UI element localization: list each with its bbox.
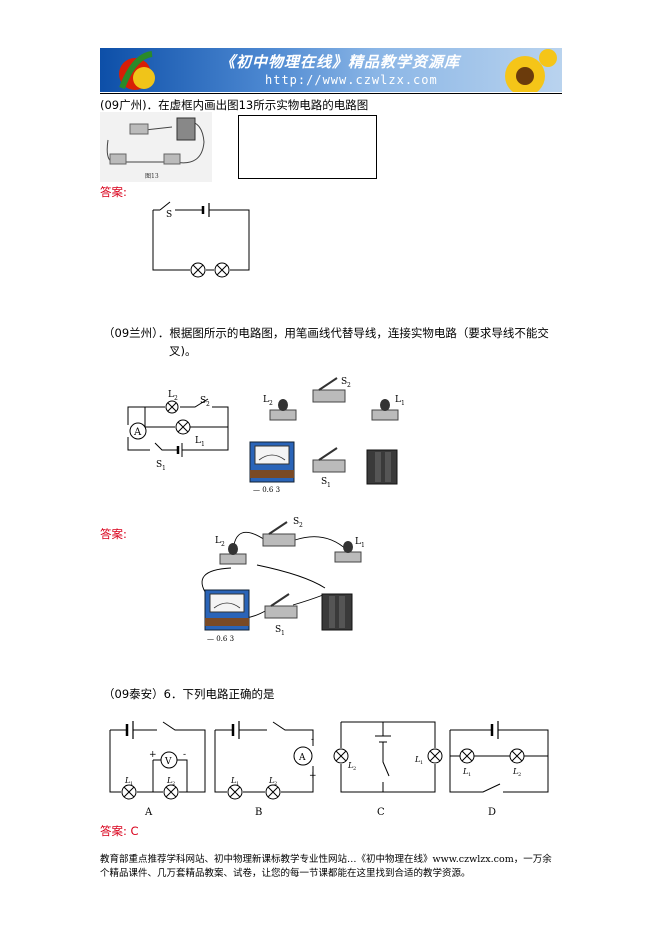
svg-text:2: 2 <box>518 772 521 778</box>
svg-text:1: 1 <box>420 760 423 766</box>
option-label-b: B <box>255 807 262 818</box>
svg-text:L: L <box>124 776 130 785</box>
option-label-c: C <box>377 807 385 818</box>
banner-logo <box>119 49 557 92</box>
banner-url[interactable]: http://www.czwlzx.com <box>265 73 438 87</box>
svg-text:1: 1 <box>236 781 239 787</box>
lamp-icon <box>371 399 399 421</box>
svg-text:1: 1 <box>130 781 133 787</box>
svg-text:+: + <box>149 750 157 760</box>
svg-text:2: 2 <box>299 522 303 529</box>
ammeter-device-icon <box>249 441 295 483</box>
svg-text:L: L <box>395 395 401 405</box>
question-2-text-line2: 叉)。 <box>169 344 197 358</box>
svg-text:L: L <box>512 767 518 776</box>
lamp-icon <box>175 419 191 435</box>
lamp-icon <box>214 262 230 278</box>
question-3-text: （09泰安）6．下列电路正确的是 <box>103 687 275 701</box>
lamp-icon <box>269 399 297 421</box>
circuit-option-d <box>449 721 549 793</box>
switch-icon <box>262 521 296 547</box>
svg-text:2: 2 <box>174 395 178 402</box>
svg-text:-: - <box>311 735 314 745</box>
svg-text:A: A <box>298 753 306 763</box>
svg-text:2: 2 <box>172 781 175 787</box>
q1-answer-label: 答案: <box>100 185 127 199</box>
svg-text:L: L <box>166 776 172 785</box>
svg-text:L: L <box>263 395 269 405</box>
banner-title: 《初中物理在线》精品教学资源库 <box>220 53 461 71</box>
q2-answer-label: 答案: <box>100 527 127 541</box>
svg-text:S: S <box>275 625 281 635</box>
svg-text:1: 1 <box>162 465 166 470</box>
lamp-icon <box>190 262 206 278</box>
sunflower-icon <box>505 49 557 92</box>
switch-icon <box>264 593 298 619</box>
footer-line-2: 个精品课件、几万套精品教案、试卷，让您的每一节课都能在这里找到合适的教学资源。 <box>100 868 471 879</box>
svg-text:S: S <box>156 460 162 470</box>
switch-icon <box>312 377 346 403</box>
svg-text:1: 1 <box>361 542 365 549</box>
battery-icon <box>321 593 353 631</box>
svg-text:S: S <box>200 396 206 406</box>
svg-text:A: A <box>133 427 142 438</box>
svg-text:S: S <box>321 477 327 487</box>
switch-icon <box>312 447 346 473</box>
svg-text:S: S <box>341 377 347 387</box>
ammeter-icon <box>129 422 147 440</box>
footer-text: 教育部重点推荐学科网站、初中物理新课标教学专业性网站…《初中物理在线》www.c… <box>100 853 562 881</box>
switch-label: S <box>166 210 172 220</box>
lamp-icon <box>219 543 247 565</box>
svg-text:S: S <box>293 517 299 527</box>
svg-text:L: L <box>268 776 274 785</box>
ammeter-device-icon <box>204 589 250 631</box>
svg-text:1: 1 <box>201 441 205 448</box>
footer-line-1: 教育部重点推荐学科网站、初中物理新课标教学专业性网站…《初中物理在线》www.c… <box>100 854 552 865</box>
fig-13-label: 图13 <box>145 173 159 180</box>
svg-text:1: 1 <box>401 400 405 407</box>
battery-icon <box>366 449 398 485</box>
svg-text:1: 1 <box>281 630 285 637</box>
svg-text:2: 2 <box>269 400 273 407</box>
question-2-text-line1: （09兰州）．根据图所示的电路图，用笔画线代替导线，连接实物电路（要求导线不能交 <box>103 326 549 340</box>
svg-text:— 0.6 3: — 0.6 3 <box>207 635 234 643</box>
answer-box <box>238 115 377 179</box>
svg-text:L: L <box>462 767 468 776</box>
svg-text:L: L <box>168 390 174 400</box>
svg-text:L: L <box>195 436 201 446</box>
svg-text:1: 1 <box>327 482 331 489</box>
lamp-icon <box>334 541 362 563</box>
q3-answer: 答案: C <box>100 824 139 838</box>
q1-photo-circuit: 图13 <box>100 112 212 182</box>
svg-text:2: 2 <box>347 382 351 389</box>
svg-text:2: 2 <box>274 781 277 787</box>
circuit-option-c <box>333 721 443 793</box>
question-1-text: (09广州)．在虚框内画出图13所示实物电路的电路图 <box>100 98 369 112</box>
svg-text:V: V <box>164 757 172 767</box>
circuit-option-a <box>109 721 206 800</box>
svg-text:+: + <box>309 771 317 781</box>
svg-text:1: 1 <box>468 772 471 778</box>
lamp-icon <box>165 400 179 414</box>
svg-text:2: 2 <box>353 766 356 772</box>
svg-text:L: L <box>230 776 236 785</box>
header-rule <box>100 93 562 94</box>
svg-text:L: L <box>347 761 353 770</box>
svg-text:L: L <box>215 536 221 546</box>
svg-text:2: 2 <box>221 541 225 548</box>
circuit-option-b <box>214 721 314 800</box>
svg-text:-: - <box>183 750 186 760</box>
svg-text:2: 2 <box>206 401 210 408</box>
option-label-a: A <box>144 807 153 818</box>
q1-answer-circuit: S <box>152 201 250 278</box>
header-banner: 《初中物理在线》精品教学资源库 http://www.czwlzx.com <box>100 48 562 92</box>
svg-text:L: L <box>414 755 420 764</box>
option-label-d: D <box>488 807 496 818</box>
svg-text:L: L <box>355 537 361 547</box>
svg-text:— 0.6 3: — 0.6 3 <box>253 486 280 494</box>
